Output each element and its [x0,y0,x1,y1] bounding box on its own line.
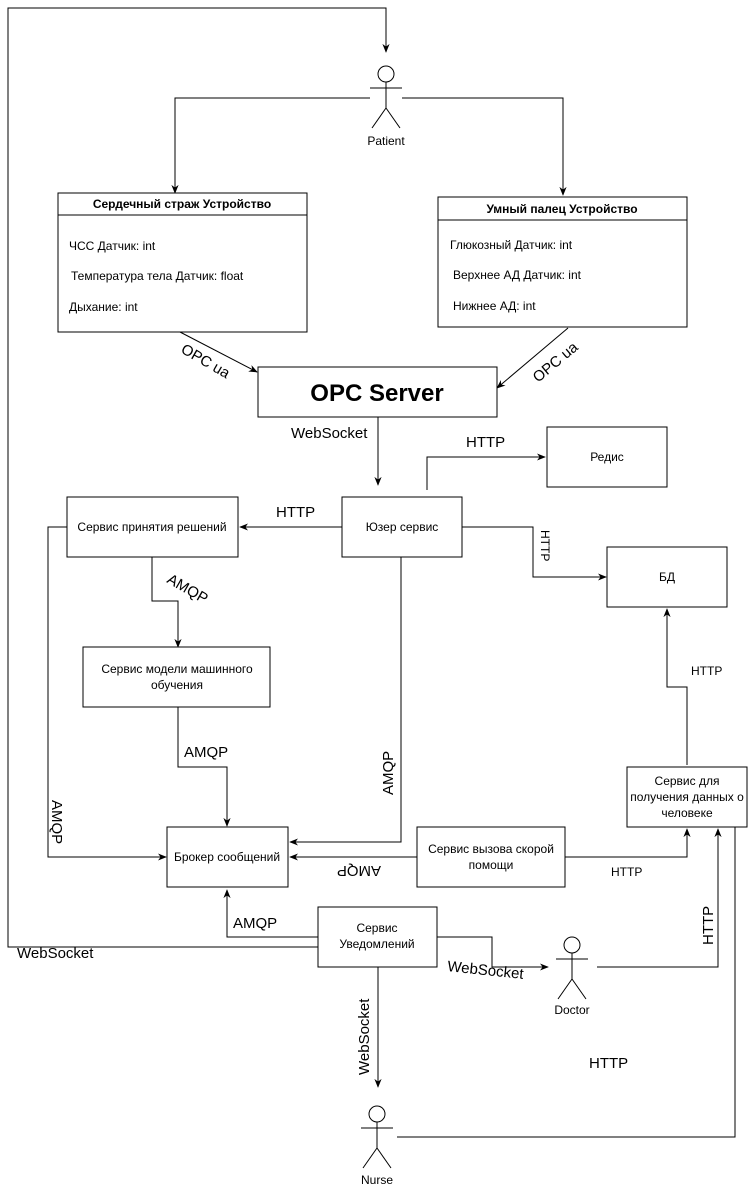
device-finger-field: Глюкозный Датчик: int [450,238,573,252]
label-http-redis: HTTP [466,434,505,451]
label-http-decision: HTTP [276,504,315,521]
actor-patient-icon [370,65,402,129]
edge-heart-opc [179,331,258,373]
label-amqp-notify: AMQP [233,915,277,932]
edge-notify-broker [223,889,318,938]
label-websocket-patient: WebSocket [17,945,94,962]
node-ambulance-label: помощи [469,858,514,872]
node-redis: Редис [546,426,668,488]
actor-nurse-icon [361,1105,393,1169]
node-broker: Брокер сообщений [166,826,289,888]
edge-ml-broker [177,707,231,827]
edge-user-redis [426,453,546,490]
label-http-db: HTTP [691,664,722,678]
label-amqp-decision-ml: AMQP [164,571,211,608]
label-http-db-vertical: HTTP [538,530,552,561]
edge-ambulance-persondata [565,828,691,858]
edge-user-db [462,526,607,581]
actor-doctor-label: Doctor [554,1003,589,1017]
node-ml-service-label: Сервис модели машинного [101,662,253,676]
node-user-service-label: Юзер сервис [366,520,439,534]
node-redis-label: Редис [590,450,624,464]
device-finger-field: Верхнее АД Датчик: int [453,268,582,282]
label-websocket-opc: WebSocket [291,425,368,442]
device-heart-title: Сердечный страж Устройство [93,197,271,211]
device-finger: Умный палец Устройство Глюкозный Датчик:… [437,196,688,328]
node-opc-server: OPC Server [257,366,498,418]
node-notification-label: Сервис [356,921,397,935]
device-heart: Сердечный страж Устройство ЧСС Датчик: i… [57,192,308,333]
edge-patient-finger [402,97,567,196]
node-notification-service: Сервис Уведомлений [317,906,438,968]
node-decision-service: Сервис принятия решений [66,496,239,558]
label-websocket-nurse: WebSocket [356,998,373,1075]
edge-notify-patient [7,7,390,948]
node-decision-service-label: Сервис принятия решений [77,520,226,534]
node-db: БД [606,546,728,608]
node-ambulance-service: Сервис вызова скорой помощи [416,826,566,888]
actor-doctor-icon [556,936,588,1000]
label-websocket-doctor: WebSocket [447,958,526,983]
node-person-data-label: получения данных о [630,790,744,804]
label-amqp-ambulance: AMQP [337,862,381,879]
edge-decision-ml [151,557,182,648]
label-amqp-ml-broker: AMQP [184,744,228,761]
node-ambulance-label: Сервис вызова скорой [428,842,554,856]
edge-patient-heart [171,97,370,194]
edge-nurse-persondata [397,798,739,1138]
edge-decision-broker [47,526,167,861]
edge-notify-doctor [437,936,549,971]
node-ml-service: Сервис модели машинного обучения [82,646,271,708]
node-broker-label: Брокер сообщений [174,850,280,864]
device-heart-field: Дыхание: int [69,300,138,314]
node-notification-label: Уведомлений [339,937,414,951]
label-http-nurse: HTTP [589,1055,628,1072]
node-opc-server-label: OPC Server [310,380,443,407]
label-opc-right: OPC ua [530,338,582,386]
device-heart-field: Температура тела Датчик: float [71,269,244,283]
label-http-ambulance: HTTP [611,865,642,879]
actor-patient-label: Patient [367,134,405,148]
device-finger-title: Умный палец Устройство [486,202,637,216]
label-amqp-decision-broker: AMQP [48,800,65,844]
actor-nurse-label: Nurse [361,1173,393,1187]
label-amqp-user-broker: AMQP [380,751,397,795]
node-user-service: Юзер сервис [341,496,463,558]
node-person-data-label: Сервис для [655,774,720,788]
node-db-label: БД [659,570,675,584]
label-opc-left: OPC ua [178,341,233,383]
device-finger-field: Нижнее АД: int [453,299,536,313]
node-ml-service-label: обучения [151,678,203,692]
edges [7,7,739,1138]
node-person-data-service: Сервис для получения данных о человеке [626,766,748,828]
node-person-data-label: человеке [661,806,713,820]
edge-doctor-persondata [597,828,722,968]
edge-finger-opc [496,327,569,389]
device-heart-field: ЧСС Датчик: int [69,239,156,253]
edge-user-broker [289,557,402,846]
label-http-doctor: HTTP [700,906,717,945]
edge-persondata-db [663,608,688,765]
